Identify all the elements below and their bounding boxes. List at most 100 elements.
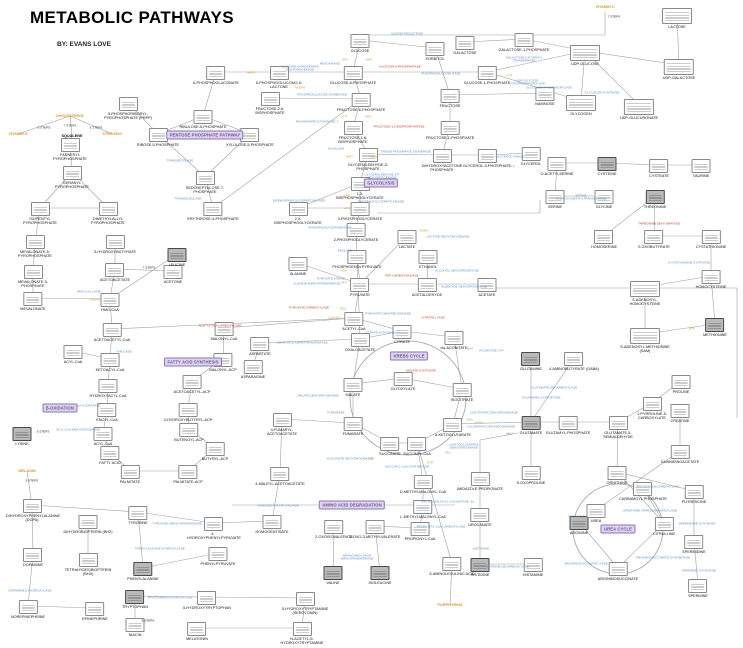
5-hydroxytryptamine-serotonin-label: 5-HYDROXYTRYPTAMINE (SEROTONIN) bbox=[281, 607, 329, 616]
edge-bpg13-bpg23 bbox=[297, 182, 361, 209]
2-oxo-3-methylvalerate: 2-OXO-3-METHYLVALERATE bbox=[350, 520, 400, 539]
oxaloacetate-label: OXALOACETATE bbox=[344, 348, 376, 352]
krebs-cycle-ring bbox=[349, 340, 467, 456]
byline: BY: EVANS LOVE bbox=[57, 41, 111, 48]
nad: NAD⁺ bbox=[345, 154, 355, 159]
enzyme-aldose-reductase: ALDOSE REDUCTASE bbox=[390, 31, 424, 36]
acetoacetyl-acp-label: ACETOACETYL-ACP bbox=[173, 390, 211, 394]
edge-phe-tyr bbox=[137, 511, 144, 569]
acyl-coa-structure bbox=[93, 427, 113, 441]
glyoxylate: GLYOXYLATE bbox=[391, 372, 415, 391]
melatonin-structure bbox=[187, 622, 207, 636]
alanine: ALANINE bbox=[288, 257, 308, 276]
lactate-structure bbox=[397, 230, 417, 244]
3-hydroxybutyrate: 3-HYDROXYBUTYRATE bbox=[94, 235, 136, 254]
homogentisate-label: HOMOGENTISATE bbox=[255, 530, 289, 534]
enzyme-galactose-1-p-uridyl-transferase: GALACTOSE-1-P URIDYL TRANSFERASE bbox=[505, 55, 543, 63]
pyruvate-label: PYRUVATE bbox=[350, 293, 370, 297]
tetrahydrobiopterin-bh4: TETRAHYDROBIOPTERIN (BH4) bbox=[62, 553, 114, 577]
gtp: GTP bbox=[426, 460, 434, 465]
galactose-1-phosphate: GALACTOSE-1-PHOSPHATE bbox=[499, 33, 549, 52]
2-3-bisphosphoglycerate-structure bbox=[288, 202, 308, 216]
tetrahydrobiopterin-bh4-label: TETRAHYDROBIOPTERIN (BH4) bbox=[64, 568, 112, 577]
butyryl-acp: BUTYRYL-ACP bbox=[202, 442, 228, 461]
fructose-1-6-bisphosphate-label: FRUCTOSE-1,6-BISPHOSPHATE bbox=[338, 136, 368, 145]
enzyme-glyceraldehyde-3-p-dehydrogenase: GLYCERALDEHYDE-3-P DEHYDROGENASE bbox=[364, 172, 400, 180]
5-steps: 5 STEPS bbox=[141, 618, 155, 623]
glycogen-label: GLYCOGEN bbox=[570, 112, 592, 116]
tetrahydrobiopterin-bh4-structure bbox=[78, 553, 98, 567]
glycerol-3-phosphate: GLYCEROL-3-PHOSPHATE bbox=[463, 149, 511, 168]
krebs-cycle-badge: KREBS CYCLE bbox=[389, 351, 429, 361]
oxidation-badge: β-OXIDATION bbox=[42, 403, 78, 413]
spermidine-label: SPERMIDINE bbox=[682, 550, 706, 554]
enzyme-aconitase-fe: ACONITASE, Fe²⁺ bbox=[479, 348, 505, 353]
enzyme-pyruvate-kinase: PYRUVATE KINASE bbox=[316, 276, 346, 281]
malonyl-coa-label: MALONYL-CoA bbox=[210, 337, 238, 341]
glucose-6-phosphate: GLUCOSE-6-PHOSPHATE bbox=[330, 66, 376, 85]
vitamin-c: VITAMIN C bbox=[595, 5, 614, 9]
ethanol: ETHANOL bbox=[418, 250, 438, 269]
fructose-6-phosphate: FRUCTOSE-6-PHOSPHATE bbox=[337, 93, 385, 112]
glutamyl-phosphate-label: GLUTAMYL-PHOSPHATE bbox=[545, 431, 591, 435]
tyrosine: TYROSINE bbox=[128, 506, 148, 525]
squalene-label: SQUALENE bbox=[61, 134, 83, 138]
3-hydroxybutyryl-acp: 3-HYDROXYBUTYRYL-ACP bbox=[164, 403, 212, 422]
5-hydroxytryptophan: 5-HYDROXYTRYPTOPHAN bbox=[183, 591, 231, 610]
udp-galactose-structure bbox=[663, 59, 694, 75]
urocanate-structure bbox=[470, 508, 490, 522]
enzyme-ornithine-transcarbamoylase: ORNITHINE TRANSCARBAMOYLASE bbox=[623, 508, 677, 513]
spermidine-structure bbox=[684, 535, 704, 549]
methionine-label: METHIONINE bbox=[703, 333, 727, 337]
acetoacetyl-acp-structure bbox=[182, 375, 202, 389]
squalene: SQUALENE bbox=[61, 134, 82, 138]
glyceraldehyde-3-phosphate-label: GLYCERALDEHYDE-3-PHOSPHATE bbox=[347, 163, 389, 172]
4-maleyl-acetoacetate: 4-MALEYL-ACETOACETATE bbox=[255, 467, 305, 486]
glucose-1-phosphate: GLUCOSE-1-PHOSPHATE bbox=[464, 66, 510, 85]
edge-oaa-asp bbox=[259, 338, 361, 344]
hydroxyacyl-coa: HYDROXYACYL-CoA bbox=[89, 379, 127, 398]
creatine-label: CREATINE bbox=[670, 419, 690, 423]
spermine: SPERMINE bbox=[688, 579, 708, 598]
edge-f6p-f26 bbox=[269, 97, 362, 100]
edge-htp-sero bbox=[206, 596, 306, 599]
edge-g5sa-orn bbox=[616, 421, 619, 473]
enzyme-citrate-synthase: CITRATE SYNTHASE bbox=[364, 330, 396, 335]
connector-line bbox=[479, 432, 519, 478]
serine-structure bbox=[545, 190, 565, 204]
threonine-dehydratase: THREONINE DEHYDRATASE bbox=[638, 221, 680, 226]
hydroxyacyl-coa-structure bbox=[98, 379, 118, 393]
histidine-label: HISTIDINE bbox=[470, 573, 490, 577]
isoleucine-label: ISOLEUCINE bbox=[368, 581, 392, 585]
4-maleyl-acetoacetate-structure bbox=[270, 467, 290, 481]
co: CO₂ bbox=[340, 306, 346, 311]
galactose-structure bbox=[455, 36, 475, 50]
succinate: SUCCINATE bbox=[379, 437, 401, 456]
fructose-1-6-bisphosphate-structure bbox=[343, 121, 363, 135]
h-o: H₂O bbox=[467, 346, 473, 351]
argininosuccinate-structure bbox=[608, 562, 628, 576]
6-phosphogluconate: 6-PHOSPHOGLUCONATE bbox=[193, 66, 239, 85]
mannose-label: MANNOSE bbox=[535, 102, 555, 106]
hmg-coa-label: HMG-CoA bbox=[101, 308, 119, 312]
methionine: METHIONINE bbox=[703, 318, 727, 337]
acetaldehyde-structure bbox=[417, 278, 437, 292]
histamine-label: HISTAMINE bbox=[522, 573, 544, 577]
5-oxoproline: 5-OXOPROLINE bbox=[517, 466, 545, 485]
o-acetylserine-structure bbox=[547, 157, 567, 171]
3-phosphoglycerate-structure bbox=[350, 202, 370, 216]
4-aminobutyrate-gaba: 4-AMINOBUTYRATE (GABA) bbox=[549, 352, 599, 371]
imidazole-propionate: IMIDAZOLE PROPIONATE bbox=[457, 472, 503, 491]
enzyme-triose-phosphate-isomerase: TRIOSE PHOSPHATE ISOMERASE bbox=[380, 149, 432, 154]
enzyme-homogentisate-oxidase: HOMOGENTISATE OXIDASE bbox=[257, 503, 299, 508]
valine-structure bbox=[323, 566, 343, 580]
2-oxobutyrate-label: 2-OXOBUTYRATE bbox=[638, 245, 670, 249]
asparagine: ASPARAGINE bbox=[241, 360, 265, 379]
isoleucine: ISOLEUCINE bbox=[369, 566, 392, 585]
enzyme-succinyl-coa-synthetase: SUCCINYL-CoA SYNTHETASE bbox=[385, 464, 429, 469]
palmitate-label: PALMITATE bbox=[119, 480, 141, 484]
s-adenosyl-homocysteine-label: S-ADENOSYL-HOMOCYSTEINE bbox=[629, 298, 661, 307]
glycolysis-badge: GLYCOLYSIS bbox=[363, 178, 399, 188]
acyl-coa: ACYL-CoA bbox=[93, 427, 113, 446]
threonine-structure bbox=[645, 190, 665, 204]
